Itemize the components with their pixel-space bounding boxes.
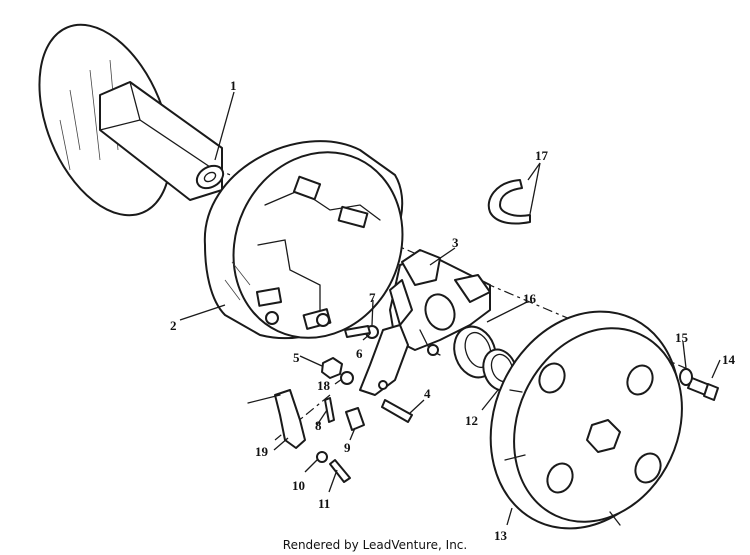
callout-18: 18 (317, 378, 331, 393)
bushing-9-part (345, 407, 365, 431)
callout-10: 10 (292, 478, 305, 493)
callout-11: 11 (318, 496, 330, 511)
callout-9: 9 (344, 440, 351, 455)
retaining-ring-part (487, 179, 531, 225)
shoe-assembly-part (359, 249, 491, 396)
callout-labels: 1 2 3 4 5 6 7 8 9 10 11 12 13 14 15 16 1… (170, 78, 736, 543)
clutch-drum-part (489, 310, 683, 530)
washer-10-part (316, 451, 328, 463)
callout-1: 1 (230, 78, 237, 93)
bracket-19-part (274, 389, 306, 449)
callout-4: 4 (424, 386, 431, 401)
footer-credit: Rendered by LeadVenture, Inc. (282, 538, 468, 552)
callout-17: 17 (535, 148, 549, 163)
callout-16: 16 (523, 291, 537, 306)
nut-5-part (321, 357, 343, 379)
callout-8: 8 (315, 418, 322, 433)
callout-7: 7 (369, 290, 376, 305)
bracket-19-guide (247, 394, 281, 404)
bolt-11-part (329, 459, 351, 483)
bolt-4-part (381, 399, 413, 423)
bolt-7-part (344, 325, 371, 338)
bolt-14-part (687, 377, 719, 401)
drive-sheave-part (38, 23, 225, 217)
callout-13: 13 (494, 528, 508, 543)
callout-15: 15 (675, 330, 689, 345)
callout-3: 3 (452, 235, 459, 250)
callout-5: 5 (293, 350, 300, 365)
callout-19: 19 (255, 444, 269, 459)
washer-18-part (340, 371, 354, 385)
pivot-centerline (274, 394, 331, 441)
leader-lines (179, 91, 721, 526)
pin-8-part (324, 397, 335, 423)
callout-2: 2 (170, 318, 177, 333)
callout-6: 6 (356, 346, 363, 361)
washer-15-part (679, 368, 693, 386)
clutch-housing-part (203, 140, 404, 340)
callout-14: 14 (722, 352, 736, 367)
callout-12: 12 (465, 413, 478, 428)
